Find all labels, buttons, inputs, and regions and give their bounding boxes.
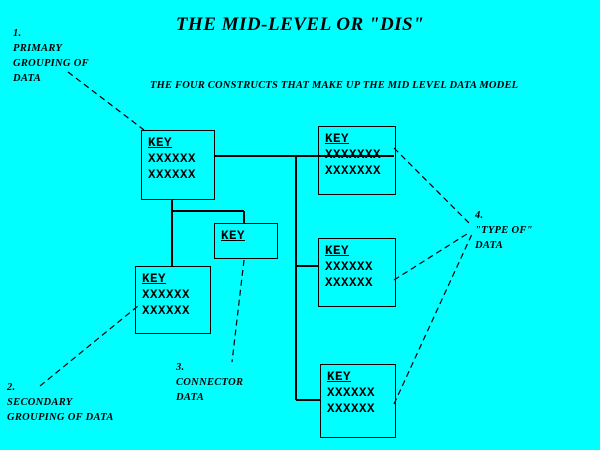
key-label: KEY	[221, 229, 246, 243]
connector-box: KEY	[214, 223, 278, 259]
key-label: KEY	[148, 136, 173, 150]
type-of-box-a: KEY XXXXXXX XXXXXXX	[318, 126, 396, 195]
value-line: XXXXXX	[142, 304, 191, 318]
note-type-of-data: 4. "TYPE OF" DATA	[475, 210, 533, 251]
value-line: XXXXXX	[327, 386, 376, 400]
pointer-type-a	[393, 147, 471, 225]
key-label: KEY	[142, 272, 167, 286]
value-line: XXXXXX	[325, 276, 374, 290]
pointer-type-c	[393, 233, 473, 405]
value-line: XXXXXXX	[325, 148, 382, 162]
diagram-title: THE MID-LEVEL OR "DIS"	[175, 14, 425, 35]
diagram-subtitle: THE FOUR CONSTRUCTS THAT MAKE UP THE MID…	[150, 80, 519, 91]
pointer-primary	[67, 71, 145, 131]
pointer-type-b	[393, 231, 471, 281]
note-primary-grouping: 1. PRIMARY GROUPING OF DATA	[13, 28, 89, 84]
value-line: XXXXXX	[325, 260, 374, 274]
note-secondary-grouping: 2. SECONDARY GROUPING OF DATA	[7, 382, 114, 423]
value-line: XXXXXX	[327, 402, 376, 416]
key-label: KEY	[327, 370, 352, 384]
pointer-secondary	[39, 305, 139, 387]
value-line: XXXXXX	[142, 288, 191, 302]
secondary-grouping-box: KEY XXXXXX XXXXXX	[135, 266, 211, 334]
value-line: XXXXXXX	[325, 164, 382, 178]
value-line: XXXXXX	[148, 152, 197, 166]
type-of-box-b: KEY XXXXXX XXXXXX	[318, 238, 396, 307]
note-connector-data: 3. CONNECTOR DATA	[176, 362, 244, 403]
primary-grouping-box: KEY XXXXXX XXXXXX	[141, 130, 215, 200]
key-label: KEY	[325, 244, 350, 258]
type-of-box-c: KEY XXXXXX XXXXXX	[320, 364, 396, 438]
pointer-connector	[231, 259, 245, 363]
key-label: KEY	[325, 132, 350, 146]
value-line: XXXXXX	[148, 168, 197, 182]
